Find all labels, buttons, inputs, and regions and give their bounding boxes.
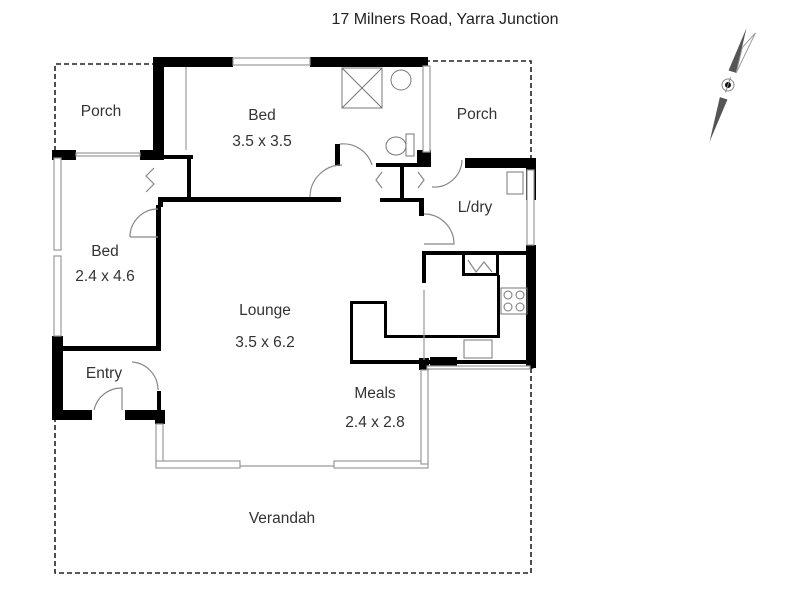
- room-dims-bed-2: 2.4 x 4.6: [75, 268, 134, 285]
- room-dims-meals: 2.4 x 2.8: [345, 414, 404, 431]
- room-label-verandah: Verandah: [249, 510, 315, 527]
- room-label-bed-2: Bed: [91, 243, 119, 260]
- room-label-lounge: Lounge: [239, 302, 291, 319]
- cooktop-icon: [500, 287, 528, 315]
- kitchen-sink-icon: [463, 339, 493, 359]
- room-label-porch-west: Porch: [81, 103, 122, 120]
- room-label-bed-1: Bed: [248, 107, 276, 124]
- fixtures: [341, 67, 528, 359]
- walls: [52, 57, 536, 424]
- toilet-icon: [385, 136, 407, 156]
- north-arrow-icon: [709, 27, 756, 143]
- plan-title: 17 Milners Road, Yarra Junction: [331, 11, 559, 28]
- shower-icon: [341, 67, 383, 109]
- outdoor-boundaries: [54, 60, 532, 574]
- windows: [53, 57, 535, 469]
- laundry-sink-icon: [506, 171, 524, 195]
- room-label-porch-east: Porch: [457, 106, 498, 123]
- room-label-laundry: L/dry: [458, 199, 493, 216]
- basin-icon: [390, 69, 412, 91]
- room-label-entry: Entry: [86, 365, 122, 382]
- doors: [93, 143, 493, 411]
- room-labels: Porch Bed 3.5 x 3.5 Porch L/dry Bed 2.4 …: [75, 103, 497, 527]
- room-label-meals: Meals: [354, 385, 396, 402]
- room-dims-lounge: 3.5 x 6.2: [235, 334, 294, 351]
- room-dims-bed-1: 3.5 x 3.5: [232, 133, 291, 150]
